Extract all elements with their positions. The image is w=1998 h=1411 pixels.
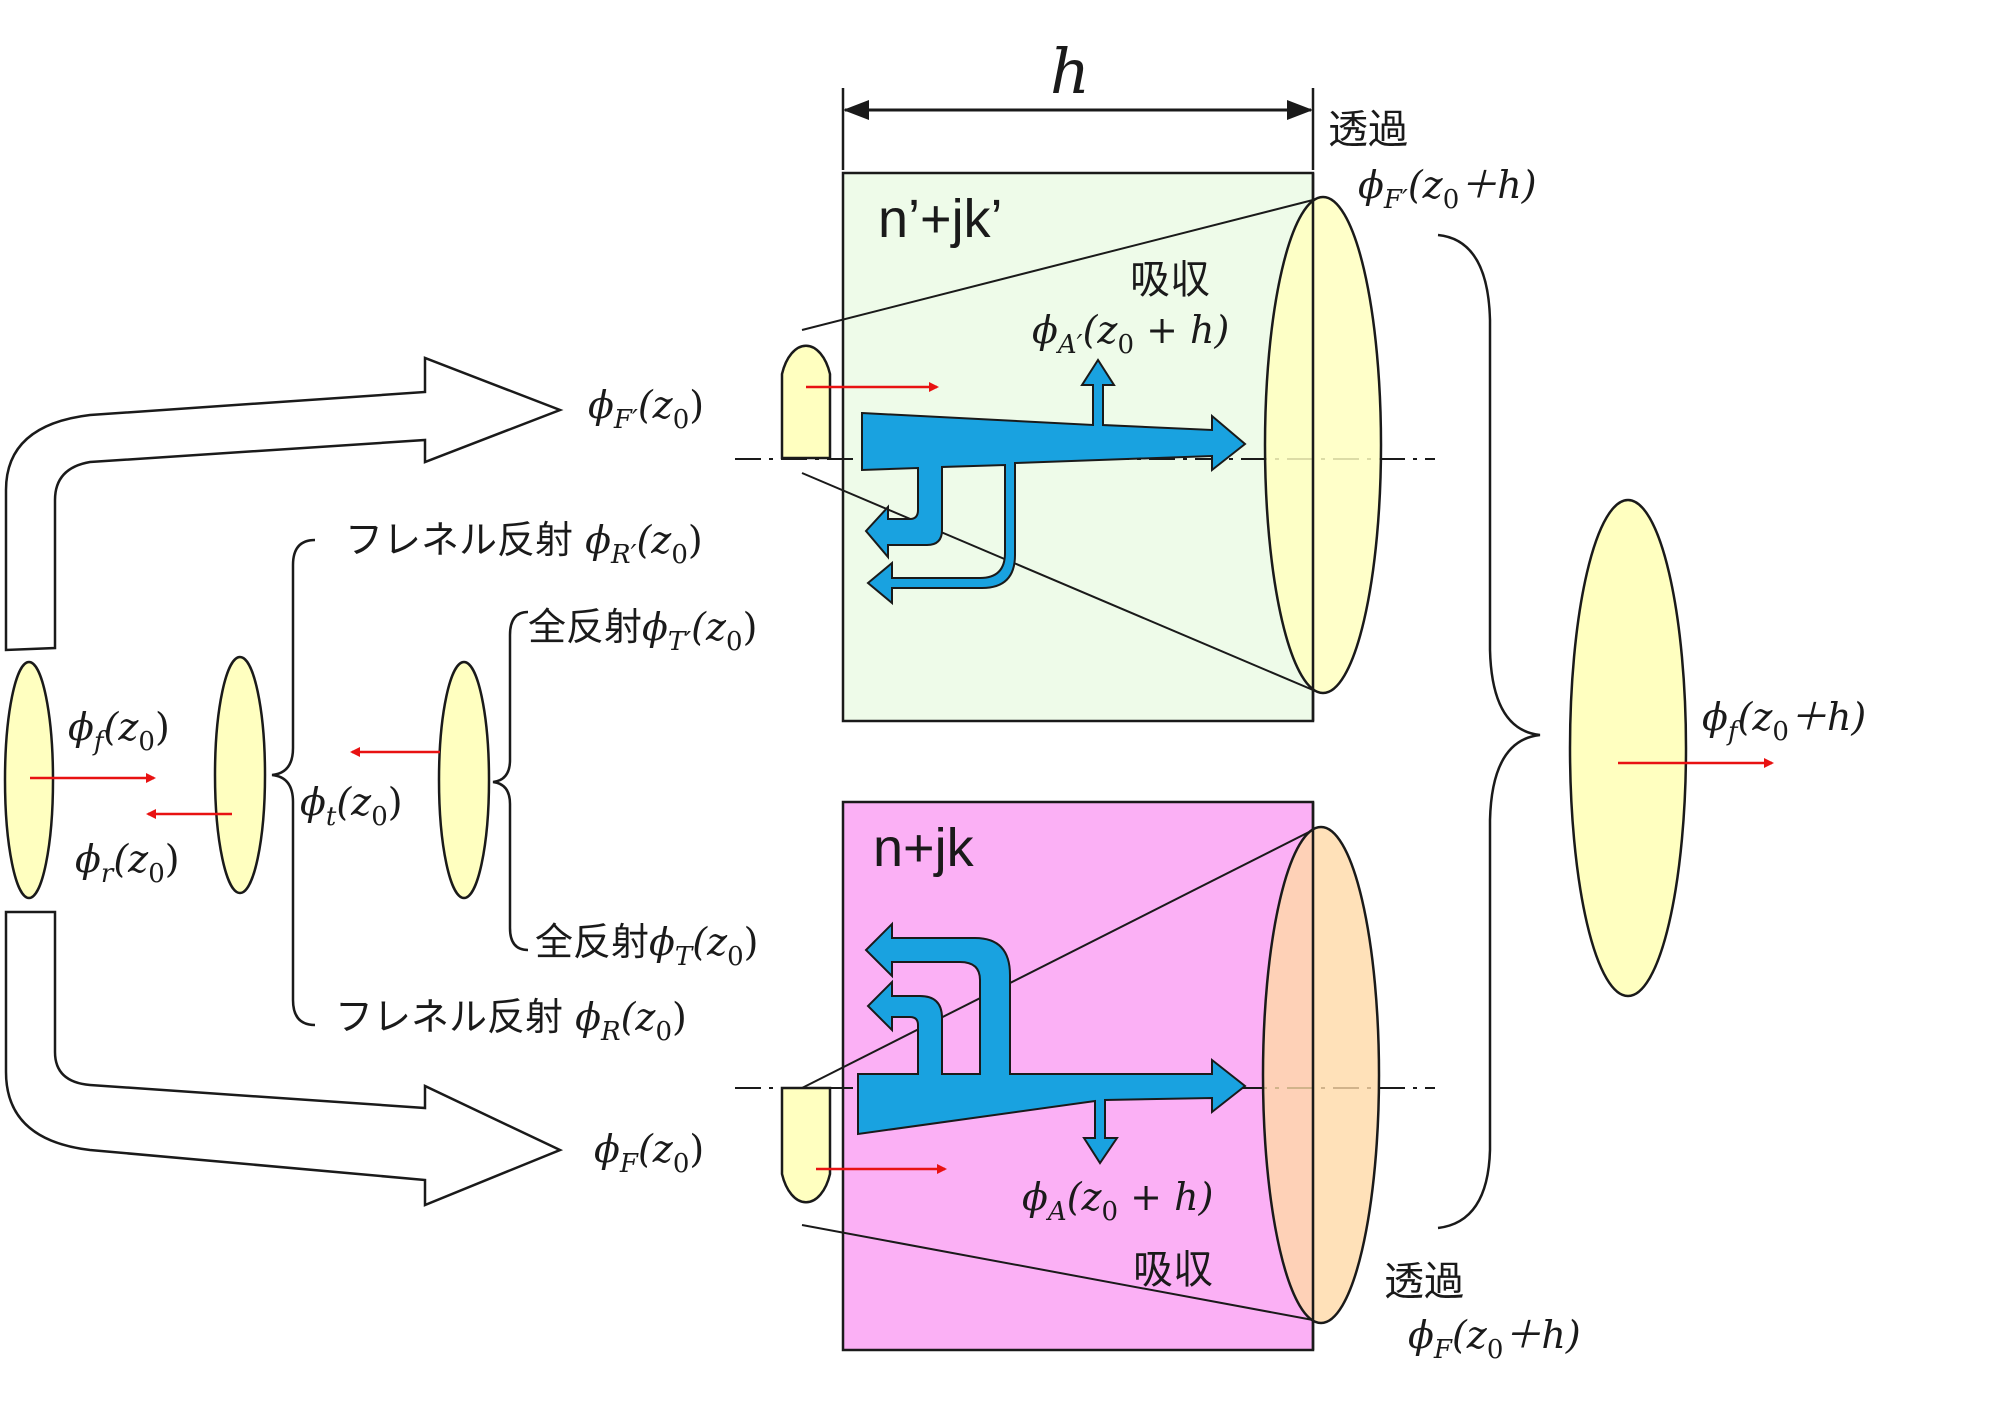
label-output: ϕf(z0＋h) bbox=[1702, 695, 1866, 747]
label-trans-top: ϕF′(z0＋h) bbox=[1358, 163, 1537, 215]
interface-beam bbox=[213, 655, 267, 895]
label-total-bottom: 全反射ϕT(z0) bbox=[535, 920, 759, 972]
label-total-top: 全反射ϕT′(z0) bbox=[528, 605, 757, 657]
flow-arrow-bottom bbox=[857, 921, 1247, 1165]
label-trans-top-jp: 透過 bbox=[1328, 107, 1408, 153]
label-absorb-top: ϕA′(z0 + h) bbox=[1032, 308, 1229, 360]
transmitted-beam bbox=[437, 660, 491, 900]
dimension-label-h: h bbox=[1050, 35, 1090, 108]
split-arrow-bottom bbox=[4, 910, 564, 1207]
exit-beam-bottom bbox=[1261, 825, 1381, 1325]
medium-top-label: n’+jk’ bbox=[878, 189, 1003, 249]
label-fresnel-top: フレネル反射 ϕR′(z0) bbox=[345, 518, 703, 570]
label-reflected: ϕr(z0) bbox=[75, 837, 180, 889]
label-trans-bottom-jp: 透過 bbox=[1384, 1259, 1464, 1305]
incident-beam bbox=[3, 660, 55, 900]
entry-beam-bottom bbox=[780, 1086, 832, 1204]
label-absorb-top-jp: 吸収 bbox=[1130, 257, 1210, 303]
bracket-fresnel bbox=[271, 538, 316, 1027]
split-arrow-top bbox=[4, 356, 564, 652]
bracket-transmission bbox=[1437, 233, 1541, 1230]
label-fresnel-bottom: フレネル反射 ϕR(z0) bbox=[335, 995, 687, 1047]
bracket-total bbox=[492, 610, 529, 952]
cone-line-top-upper bbox=[801, 199, 1314, 331]
entry-beam-top bbox=[780, 344, 832, 460]
label-incident: ϕf(z0) bbox=[68, 705, 170, 757]
label-forward-top: ϕF′(z0) bbox=[588, 383, 704, 435]
output-beam bbox=[1568, 498, 1688, 998]
cone-line-bottom-upper bbox=[801, 829, 1314, 1089]
cone-line-bottom-lower bbox=[801, 1224, 1314, 1321]
label-forward-bottom: ϕF(z0) bbox=[594, 1127, 704, 1179]
label-absorb-bottom: ϕA(z0 + h) bbox=[1022, 1175, 1213, 1227]
flow-arrow-top bbox=[861, 358, 1247, 606]
medium-bottom-label: n+jk bbox=[873, 818, 975, 878]
label-trans-bottom: ϕF(z0＋h) bbox=[1408, 1313, 1581, 1365]
label-transmitted: ϕt(z0) bbox=[300, 780, 403, 832]
exit-beam-top bbox=[1263, 195, 1383, 695]
label-absorb-bottom-jp: 吸収 bbox=[1133, 1247, 1213, 1293]
